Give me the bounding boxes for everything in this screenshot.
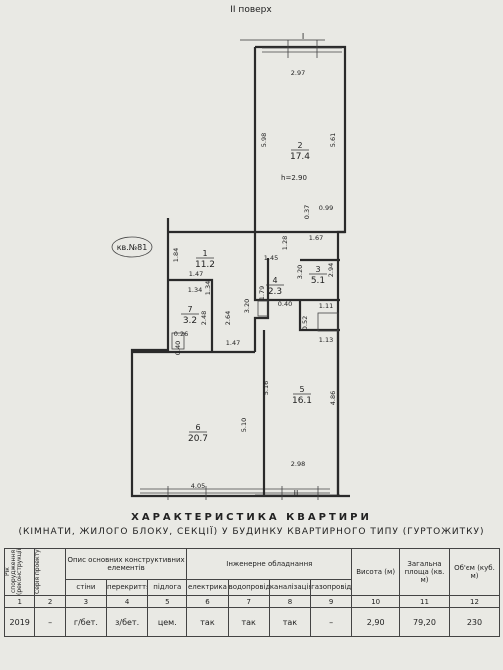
- floor-label: II поверх: [230, 5, 272, 15]
- header-gas: газопровід: [310, 578, 353, 597]
- characteristics-title: ХАРАКТЕРИСТИКА КВАРТИРИ: [131, 512, 372, 523]
- dimension-label: 2.98: [291, 460, 305, 468]
- dimension-label: 5.10: [240, 418, 248, 432]
- value-ceilings: з/бет.: [106, 607, 149, 637]
- room-number: 3: [315, 265, 320, 274]
- dimension-label: 0.26: [174, 330, 188, 338]
- dimension-label: 0.37: [303, 205, 311, 219]
- header-total-area: Загальна площа (кв. м): [399, 548, 450, 596]
- col-number: 1: [3, 595, 36, 608]
- room-number: 4: [272, 276, 277, 285]
- dimension-label: 2.94: [327, 263, 335, 277]
- vent-shaft-2: [171, 332, 185, 350]
- value-sewer: так: [268, 607, 312, 637]
- interior-walls: [132, 230, 345, 496]
- header-structures: Опис основних конструктивних елементів: [64, 548, 188, 580]
- dimension-label: 2.97: [291, 69, 305, 77]
- dimension-label: 1.34: [188, 286, 202, 294]
- col-number: 10: [351, 595, 401, 608]
- dimension-label: 0.99: [319, 204, 333, 212]
- header-walls: стіни: [64, 578, 108, 597]
- room-area: 3.2: [183, 316, 197, 326]
- header-electric: електрика: [186, 578, 229, 597]
- dimension-label: 3.20: [243, 299, 251, 313]
- dimension-label: 1.13: [319, 336, 333, 344]
- value-series: –: [34, 607, 66, 637]
- characteristics-table: Рік спорудження (реконструкції) Серія пр…: [3, 548, 501, 637]
- room-area: 2.3: [268, 287, 282, 297]
- room-number: 1: [202, 249, 207, 258]
- value-height: 2,90: [351, 607, 401, 637]
- dimension-label: 1.67: [309, 234, 323, 242]
- header-year: Рік спорудження (реконструкції): [4, 548, 23, 595]
- value-water: так: [227, 607, 270, 637]
- room-area: 11.2: [195, 260, 215, 270]
- dimension-label: 0.52: [301, 316, 309, 330]
- section-mark-bottom: II: [294, 489, 299, 498]
- header-height: Висота (м): [351, 548, 401, 596]
- value-electric: так: [186, 607, 229, 637]
- window-frame-bottom: [140, 486, 330, 500]
- col-number: 11: [399, 595, 450, 608]
- header-volume: Об'єм (куб. м): [448, 548, 501, 596]
- value-year: 2019: [3, 607, 36, 637]
- dimension-label: 4.86: [329, 391, 337, 405]
- col-number: 3: [64, 595, 108, 608]
- dimension-label: 0.40: [174, 341, 182, 355]
- characteristics-subtitle: (КІМНАТИ, ЖИЛОГО БЛОКУ, СЕКЦІЇ) У БУДИНК…: [18, 527, 485, 537]
- floor-plan: II поверх I II кв.№81 h=2.90 1 11.2 2 17.4 3…: [111, 5, 350, 500]
- dimension-label: 1.47: [226, 339, 240, 347]
- col-number: 5: [147, 595, 188, 608]
- dimension-label: 2.64: [224, 311, 232, 325]
- value-floors: цем.: [147, 607, 188, 637]
- col-number: 6: [186, 595, 229, 608]
- header-ceilings: перекриття: [106, 578, 149, 597]
- header-sewer: каналізація: [268, 578, 312, 597]
- col-number: 2: [34, 595, 66, 608]
- value-total-area: 79,20: [399, 607, 450, 637]
- value-gas: –: [310, 607, 353, 637]
- header-water: водопровід: [227, 578, 270, 597]
- dimension-label: 3.20: [296, 265, 304, 279]
- dimension-label: 0.40: [278, 300, 292, 308]
- vent-shaft: [317, 312, 339, 332]
- header-series: Серія проекту: [34, 549, 42, 595]
- header-engineering: Інженерне обладнання: [186, 548, 353, 580]
- room-number: 6: [195, 423, 200, 432]
- window-frame-top: [262, 40, 342, 58]
- apartment-label: кв.№81: [117, 243, 148, 252]
- room-number: 7: [187, 305, 192, 314]
- dimension-label: 1.79: [258, 286, 266, 300]
- dimension-label: 1.84: [172, 248, 180, 262]
- dimension-label: 4.05: [191, 482, 205, 490]
- ceiling-height: h=2.90: [281, 174, 307, 182]
- col-number: 7: [227, 595, 270, 608]
- dimension-label: 2.48: [200, 311, 208, 325]
- col-number: 9: [310, 595, 353, 608]
- dimension-label: 1.28: [281, 236, 289, 250]
- vent-shaft-3: [257, 300, 269, 317]
- dimension-label: 1.34: [204, 281, 212, 295]
- room-area: 20.7: [188, 434, 208, 444]
- value-walls: г/бет.: [64, 607, 108, 637]
- dimension-label: 5.98: [260, 133, 268, 147]
- room-number: 2: [297, 141, 302, 150]
- room-area: 16.1: [292, 396, 312, 406]
- room-area: 5.1: [311, 276, 325, 286]
- col-number: 8: [268, 595, 312, 608]
- dimension-label: 5.16: [262, 381, 270, 395]
- header-floors: підлога: [147, 578, 188, 597]
- col-number: 12: [448, 595, 501, 608]
- dimension-label: 1.47: [189, 270, 203, 278]
- dimension-label: 1.11: [319, 302, 333, 310]
- value-volume: 230: [448, 607, 501, 637]
- col-number: 4: [106, 595, 149, 608]
- section-mark-top: I: [302, 32, 304, 41]
- dimension-label: 1.45: [264, 254, 278, 262]
- room-area: 17.4: [290, 152, 310, 162]
- room-number: 5: [299, 385, 304, 394]
- apartment-badge: [111, 236, 153, 258]
- dimension-label: 5.61: [329, 133, 337, 147]
